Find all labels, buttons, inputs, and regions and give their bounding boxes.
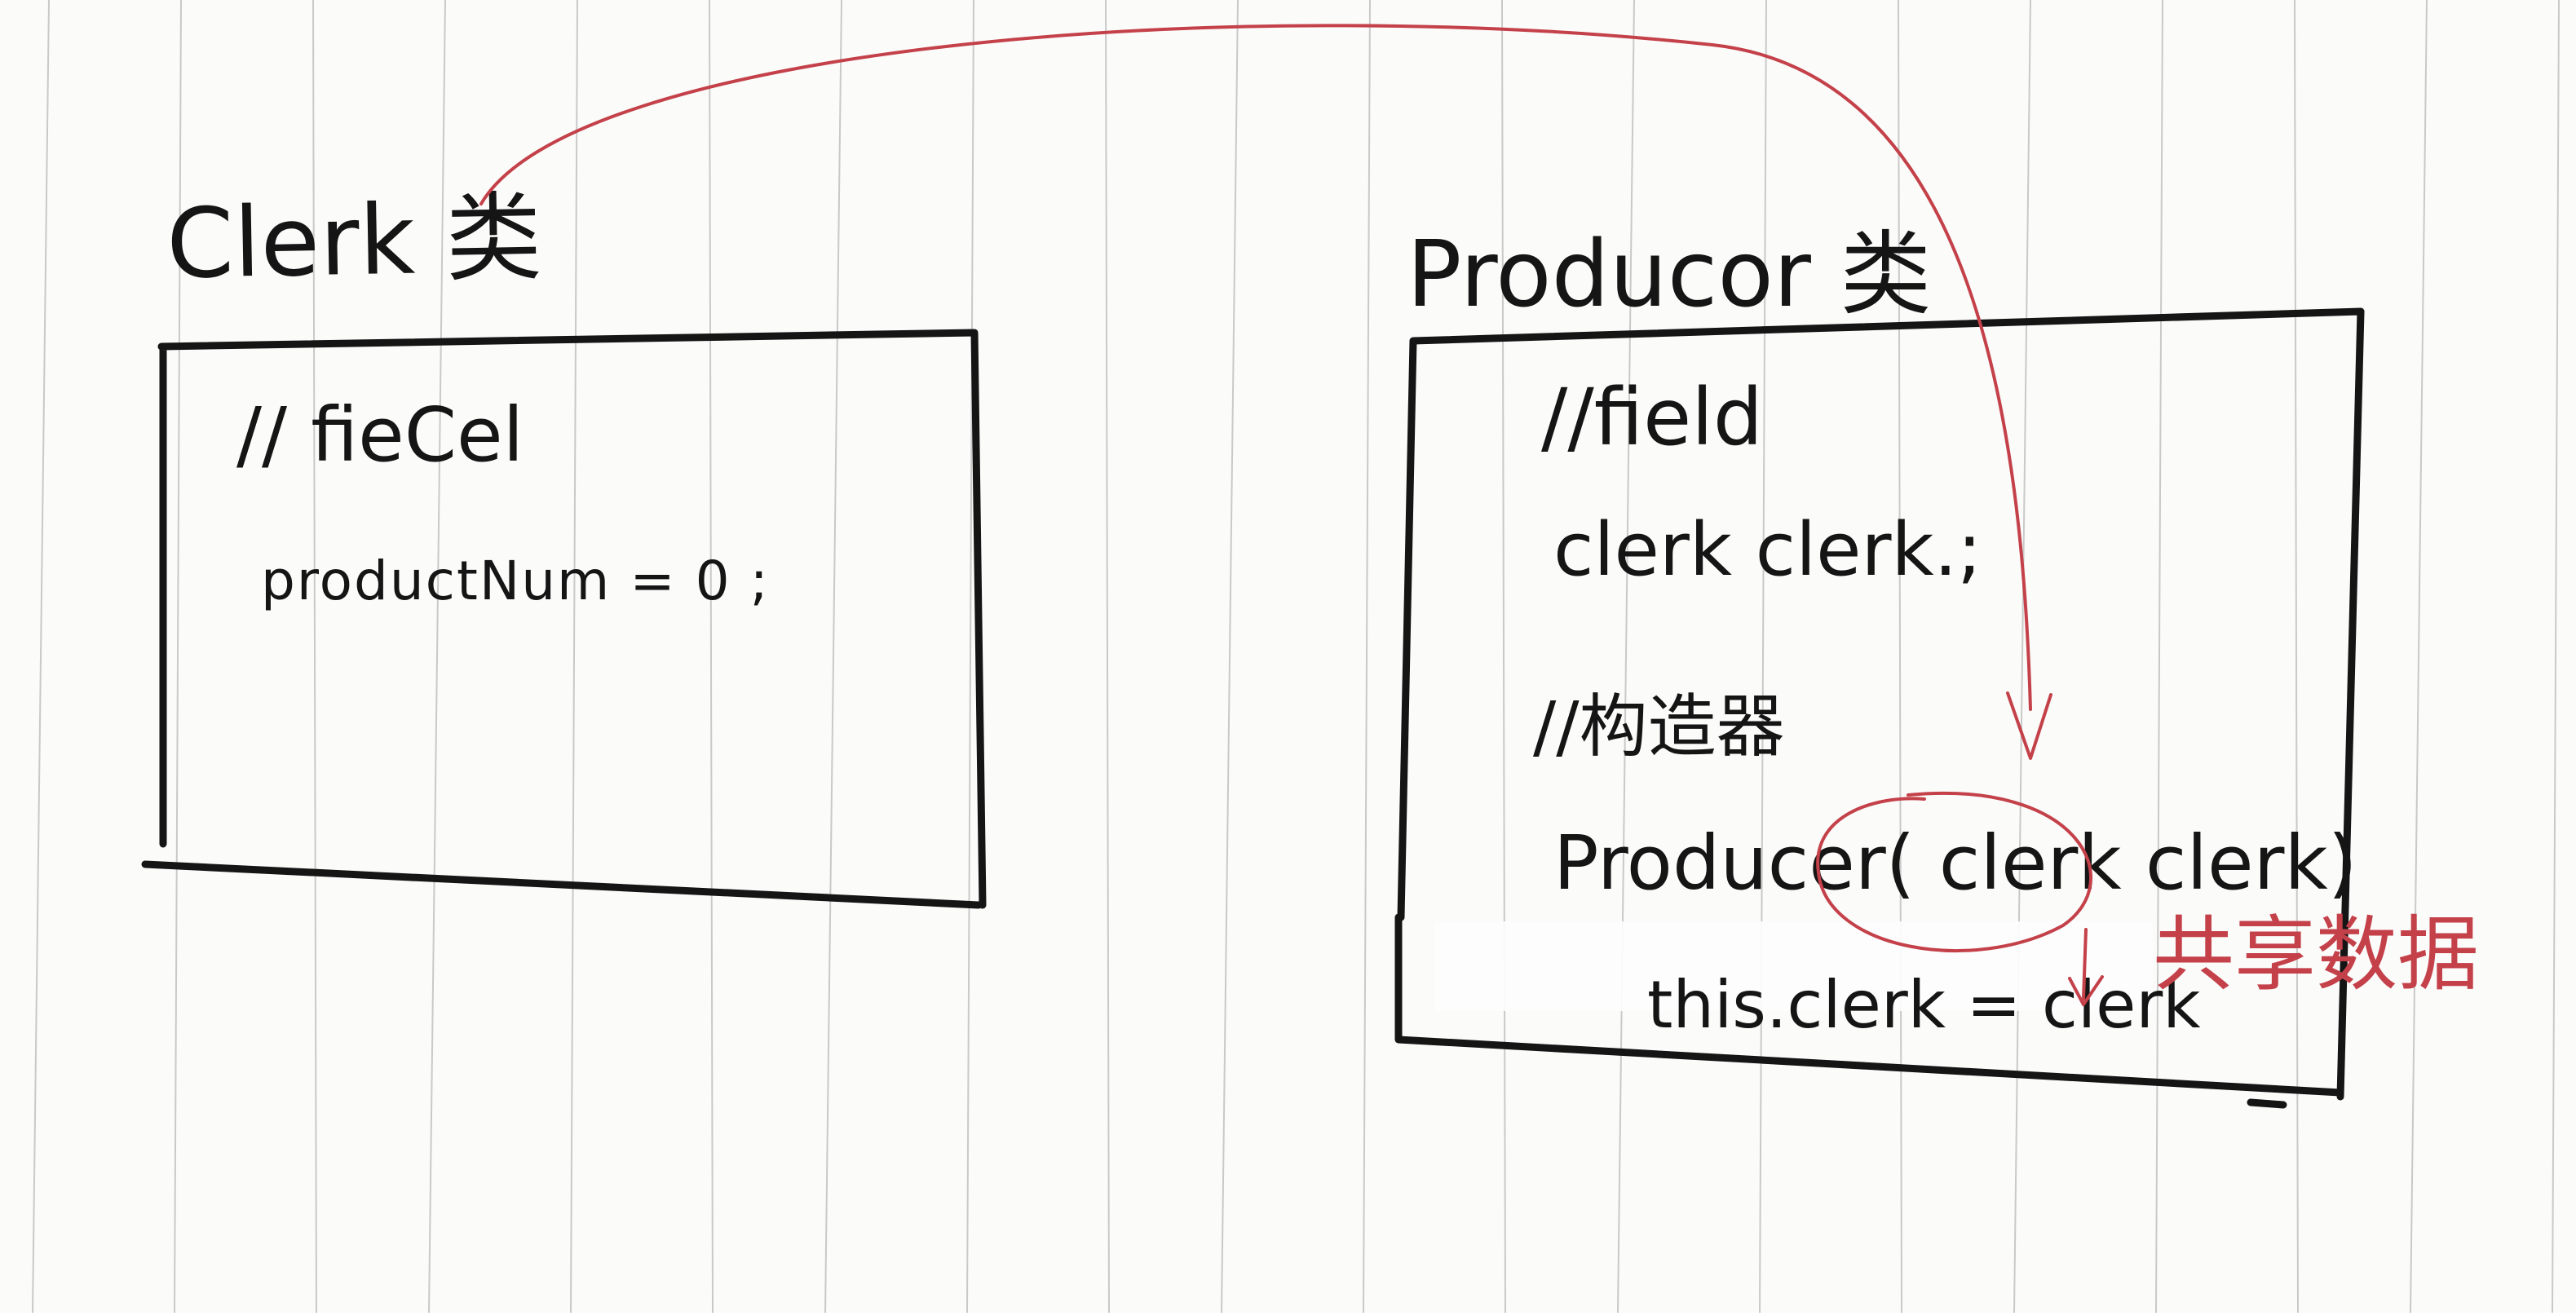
ruling-line — [1501, 0, 1506, 1314]
ruling-line — [32, 0, 50, 1314]
ruling-line — [174, 0, 182, 1314]
ruling-line — [2410, 0, 2428, 1314]
producer-class-title: Producor 类 — [1407, 222, 1932, 328]
tape-patch — [1435, 921, 2153, 1011]
producer-ctor-body: this.clerk = clerk — [1647, 967, 2201, 1043]
producer-ctor-comment: //构造器 — [1533, 687, 1785, 766]
reference-arrow — [479, 24, 2032, 711]
ruling-line — [1617, 0, 1635, 1314]
red-annotations: 共享数据 — [479, 24, 2479, 1006]
ruling-line — [709, 0, 714, 1314]
parameter-circle — [1816, 791, 2093, 952]
clerk-class: Clerk 类 // fieCel productNum = 0 ; — [141, 181, 987, 909]
producer-field-comment: //field — [1541, 372, 1763, 463]
ruling-line — [570, 0, 578, 1314]
ruling-line — [1898, 0, 1902, 1314]
assign-arrow — [2082, 928, 2088, 1000]
reference-arrow-head — [2006, 691, 2052, 760]
ruling-line — [428, 0, 446, 1314]
clerk-field-product-num: productNum = 0 ; — [261, 550, 770, 612]
ruling-line — [2294, 0, 2299, 1314]
ruling-line — [1105, 0, 1110, 1314]
ruling-line — [312, 0, 317, 1314]
ruling-line — [1363, 0, 1371, 1314]
producer-class-box — [1394, 307, 2365, 1109]
producer-ctor-signature: Producer( clerk clerk) — [1553, 819, 2357, 907]
ruling-line — [966, 0, 974, 1314]
clerk-class-title: Clerk 类 — [166, 181, 542, 300]
ruling-line — [2552, 0, 2560, 1314]
notebook-ruling-lines — [32, 0, 2560, 1314]
ruling-line — [824, 0, 842, 1314]
producer-field-clerk: clerk clerk.; — [1553, 507, 1982, 593]
assign-arrow-head — [2068, 975, 2104, 1006]
clerk-field-comment: // fieCel — [236, 391, 524, 479]
ruling-line — [2155, 0, 2163, 1314]
ruling-line — [1759, 0, 1767, 1314]
clerk-class-box — [141, 329, 987, 909]
ruling-line — [2013, 0, 2031, 1314]
shared-data-note: 共享数据 — [2153, 907, 2479, 1002]
ruling-line — [1221, 0, 1239, 1314]
producer-class: Producor 类 //field clerk clerk.; //构造器 P… — [1394, 222, 2365, 1109]
